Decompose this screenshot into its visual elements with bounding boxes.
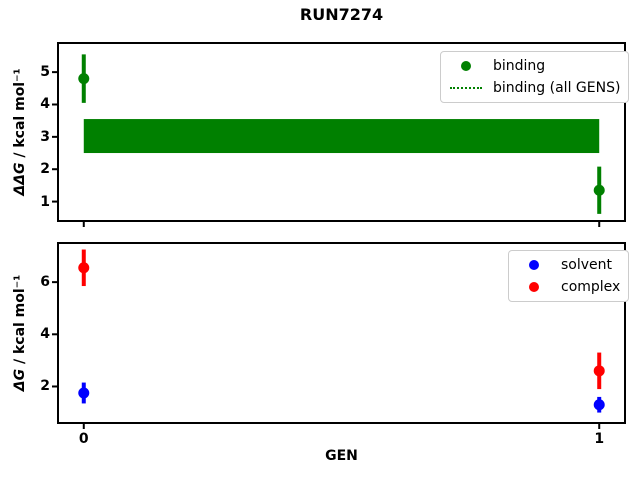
legend-item-solvent: solvent xyxy=(513,254,620,276)
point-binding-gen1 xyxy=(593,184,605,196)
y-tick-label: 5 xyxy=(40,64,50,81)
complex-dot-icon xyxy=(529,282,539,292)
y-tick-label: 4 xyxy=(40,326,50,343)
y-tick-label: 4 xyxy=(40,96,50,113)
point-complex-gen1 xyxy=(593,365,605,377)
binding-all-gens-dotted-line-icon xyxy=(450,87,482,89)
legend-binding: binding binding (all GENS) xyxy=(440,51,630,103)
legend-marker-cell xyxy=(445,87,487,89)
legend-item-complex: complex xyxy=(513,276,620,298)
top-y-axis-label-unit: / kcal mol⁻¹ xyxy=(12,68,28,163)
y-tick-label: 3 xyxy=(40,128,50,145)
legend-item-binding: binding xyxy=(445,55,620,77)
legend-solvent-complex: solvent complex xyxy=(508,250,630,302)
legend-marker-cell xyxy=(445,61,487,71)
legend-item-binding-all-gens: binding (all GENS) xyxy=(445,77,620,99)
x-tick-label: 1 xyxy=(594,431,605,447)
solvent-dot-icon xyxy=(529,260,539,270)
chart-title: RUN7274 xyxy=(299,5,384,24)
band-binding-all-gens xyxy=(83,119,600,154)
legend-marker-cell xyxy=(513,260,555,270)
binding-dot-icon xyxy=(461,61,471,71)
point-complex-gen0 xyxy=(78,262,90,274)
x-axis-label: GEN xyxy=(325,448,358,464)
y-tick-label: 1 xyxy=(40,193,50,210)
y-tick-label: 2 xyxy=(40,378,50,395)
axes-box-0 xyxy=(57,42,626,222)
legend-label-binding: binding xyxy=(493,58,546,74)
x-tick-label: 0 xyxy=(78,431,89,447)
point-binding-gen0 xyxy=(78,73,90,85)
y-tick-label: 6 xyxy=(40,274,50,291)
legend-marker-cell xyxy=(513,282,555,292)
y-tick-label: 2 xyxy=(40,161,50,178)
legend-label-binding-all-gens: binding (all GENS) xyxy=(493,80,621,96)
point-solvent-gen0 xyxy=(78,387,90,399)
legend-label-complex: complex xyxy=(561,279,621,295)
legend-label-solvent: solvent xyxy=(561,257,613,273)
axes-box-1 xyxy=(57,242,626,424)
point-solvent-gen1 xyxy=(593,399,605,411)
